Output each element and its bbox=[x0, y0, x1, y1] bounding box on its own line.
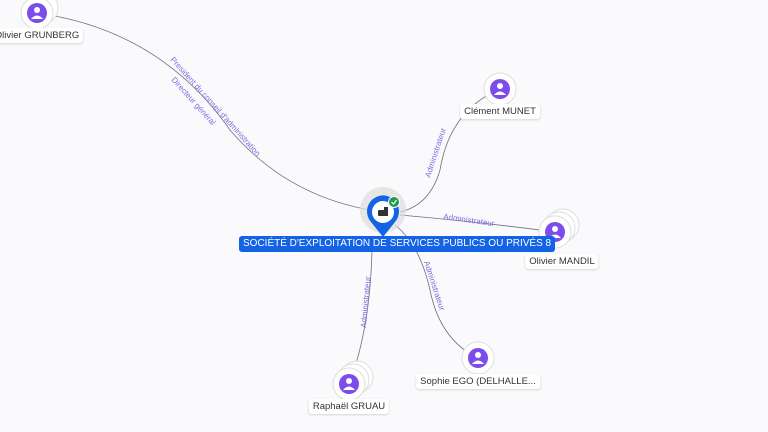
person-label[interactable]: Sophie EGO (DELHALLE... bbox=[416, 374, 540, 389]
company-node[interactable] bbox=[360, 187, 406, 237]
person-node-mandil[interactable] bbox=[538, 208, 580, 249]
person-label[interactable]: Raphaël GRUAU bbox=[308, 399, 390, 414]
person-node-gruau[interactable] bbox=[332, 360, 374, 401]
edge-label-mandil: Administrateur bbox=[443, 212, 496, 228]
person-label[interactable]: Clément MUNET bbox=[460, 104, 540, 119]
edge-label-ego: Administrateur bbox=[422, 260, 447, 312]
building-icon bbox=[378, 207, 388, 216]
company-label[interactable]: SOCIÉTÉ D'EXPLOITATION DE SERVICES PUBLI… bbox=[239, 236, 556, 252]
edge-mandil bbox=[399, 214, 556, 233]
edge-grunberg bbox=[36, 12, 384, 213]
edge-munet bbox=[399, 88, 501, 213]
person-node-grunberg[interactable] bbox=[20, 0, 59, 30]
person-node-munet[interactable] bbox=[483, 72, 517, 106]
person-node-ego[interactable] bbox=[461, 341, 495, 375]
verified-check-icon bbox=[388, 196, 400, 208]
edge-label-gruau: Administrateur bbox=[359, 276, 372, 328]
person-label[interactable]: Olivier MANDIL bbox=[525, 254, 599, 269]
person-label[interactable]: Olivier GRUNBERG bbox=[0, 28, 84, 43]
edge-label-president: President du conseil d'administration bbox=[169, 55, 263, 158]
